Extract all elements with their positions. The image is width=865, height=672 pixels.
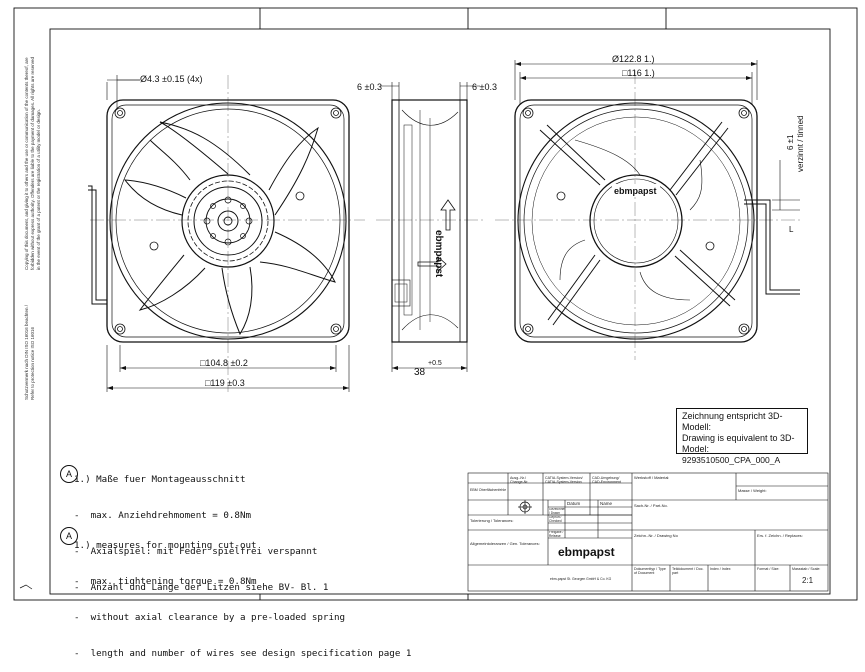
notes-en-line-2: - without axial clearance by a pre-loade… <box>74 612 346 623</box>
tb-name: Name <box>600 501 613 506</box>
model-line-1: Zeichnung entspricht 3D-Modell: <box>682 411 783 432</box>
notes-en-title: 1.) measures for mounting cut-out <box>74 540 257 551</box>
copyright-notice: Copying of this document, and giving it … <box>24 57 42 270</box>
tb-material: Werkstoff / Material: <box>634 475 670 480</box>
label-tinned: verzinnt / tinned <box>796 116 805 172</box>
iso-notice: Schutzvermerk nach DIN ISO 16016 beachte… <box>24 305 36 400</box>
notes-german: 1.) Maße fuer Montageausschnitt - max. A… <box>60 450 328 606</box>
notes-de-line-3: - Anzahl und Länge der Litzen siehe BV- … <box>74 582 329 593</box>
model-equivalence-box: Zeichnung entspricht 3D-Modell: Drawing … <box>676 408 808 465</box>
tb-release: Freigabe / Release <box>549 531 564 538</box>
tb-logo: ebmpapst <box>558 545 615 559</box>
dim-offset-right: 6 ±0.3 <box>472 82 497 92</box>
back-brand-logo: ebmpapst <box>614 186 657 196</box>
inner-frame <box>49 28 831 595</box>
tb-doc-part: Teildokument / Doc. part <box>672 567 704 575</box>
dim-depth: 38 <box>414 367 426 378</box>
marker-a-de: A <box>60 465 78 483</box>
fan-side-view <box>391 99 468 343</box>
tb-index: Index / Index <box>710 567 731 571</box>
notes-english: 1.) measures for mounting cut-out - max.… <box>60 516 411 672</box>
marker-a-en: A <box>60 527 78 545</box>
tb-datum: Datum <box>567 501 581 506</box>
notes-en-line-1: - max. tightening torque = 0.8Nm <box>74 576 257 587</box>
notes-de-line-1: - max. Anziehdrehmoment = 0.8Nm <box>74 510 252 521</box>
dim-hole-dia: Ø4.3 ±0.15 (4x) <box>140 74 202 84</box>
iso-line-2: Refer to protection notice ISO 16016 <box>30 326 35 400</box>
tb-replaces: Ers. f. Zeichn. / Replaces: <box>757 533 803 538</box>
title-block <box>467 472 829 592</box>
fan-back-view <box>514 99 800 343</box>
tb-surface: EBM Oberflächenfehle <box>470 488 506 492</box>
dim-offset-left: 6 ±0.3 <box>357 82 382 92</box>
tb-drawn: Gezeichnet / Drawn <box>549 508 565 515</box>
tb-scale-value: 2:1 <box>802 576 814 585</box>
notes-en-line-3: - length and number of wires see design … <box>74 648 412 659</box>
tb-format: Format / Size: <box>757 567 780 571</box>
outer-frame <box>13 7 858 601</box>
tb-catia: CATIA-System-Version/ CATIA-System-Versi… <box>545 476 583 484</box>
tb-tolerances: Tolerierung / Tolerances: <box>470 518 514 523</box>
copyright-line-3: in the event of the grant of a patent or… <box>36 109 41 270</box>
model-number: 9293510500_CPA_000_A <box>682 455 781 465</box>
tb-cad-env: CAD-Umgebung/ CAD-Environment <box>592 476 621 484</box>
dim-square-104-8: □104.8 ±0.2 <box>200 358 248 368</box>
notes-de-line-2: - Axialspiel: mit Feder spielfrei verspa… <box>74 546 318 557</box>
tb-change-no: Ausg.-Nr./ Change-Nr. <box>510 476 529 484</box>
dim-depth-tol: +0.5 <box>428 360 442 367</box>
tb-drawing-no: Zeichn.-Nr. / Drawing No <box>634 533 678 538</box>
tb-weight: Masse / Weight: <box>738 488 767 493</box>
tb-doc-type: Dokumenttyp / Type of Document <box>634 567 666 575</box>
tb-company: ebm-papst St. Georgen GmbH & Co. KG <box>550 577 612 581</box>
tb-checked: Geprüft / Checked <box>549 516 562 523</box>
dim-square-119: □119 ±0.3 <box>205 378 245 388</box>
model-line-2: Drawing is equivalent to 3D-Model: <box>682 433 795 454</box>
dim-square-116: □116 1.) <box>622 68 655 78</box>
dim-lead-length: L <box>789 225 794 234</box>
tb-gen-tolerances: Allgemeintoleranzen / Gen. Tolerances: <box>470 541 540 546</box>
technical-drawing-sheet: Ø4.3 ±0.15 (4x) □104.8 ±0.2 □119 ±0.3 eb… <box>13 7 858 601</box>
dim-outer-dia: Ø122.8 1.) <box>612 54 655 64</box>
fan-front-view <box>88 99 350 343</box>
side-brand-label: ebmpapst <box>433 230 444 278</box>
tb-scale-label: Massstab / Scale: <box>792 567 821 571</box>
notes-de-title: 1.) Maße fuer Montageausschnitt <box>74 474 246 485</box>
tb-part-no: Sach-Nr. / Part-No. <box>634 503 668 508</box>
dim-lead-strip: 6 ±1 <box>786 134 795 150</box>
